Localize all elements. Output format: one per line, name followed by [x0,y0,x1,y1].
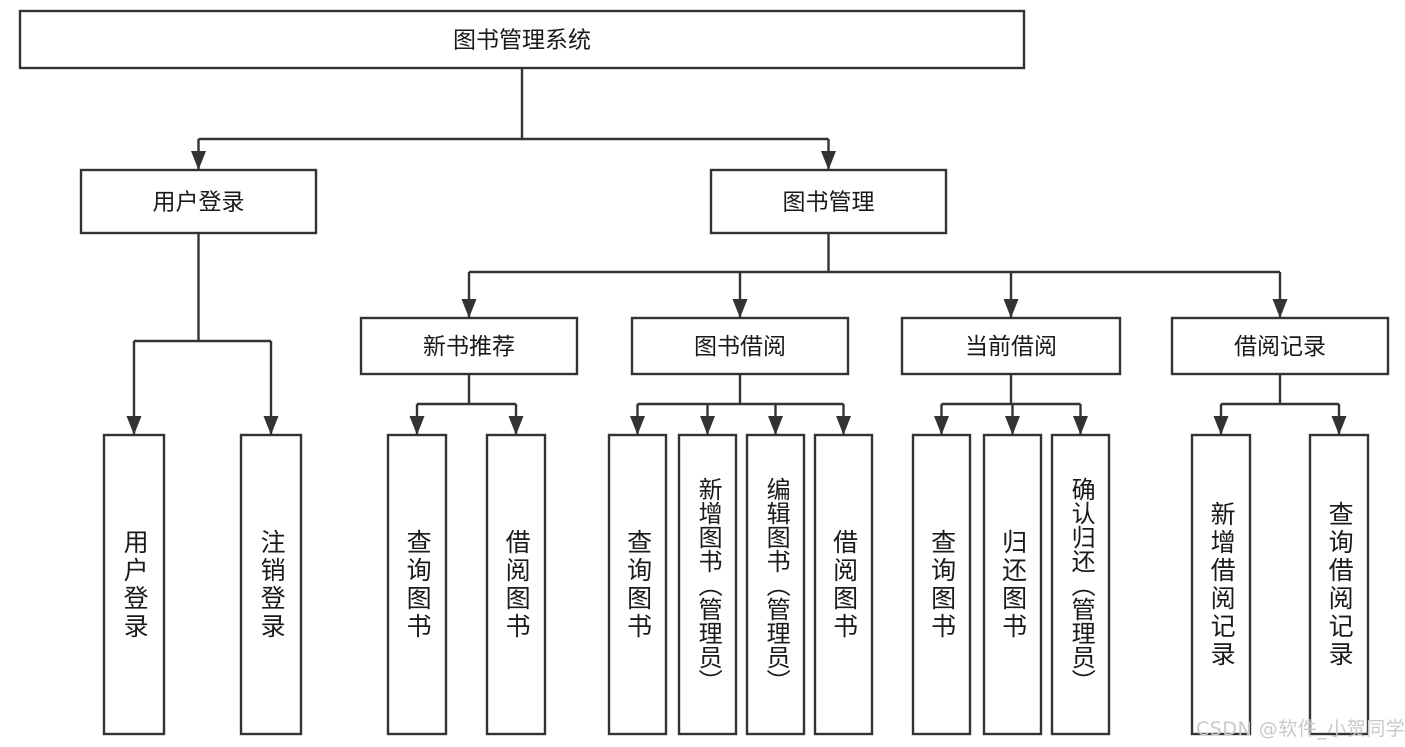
box-layer [18,9,1390,736]
arrow-head-icon [821,151,836,170]
node-box-level2-0[interactable] [79,168,318,235]
node-label-level3-0: 新书推荐 [423,334,515,360]
node-box-leaf-1[interactable] [239,433,303,736]
node-box-level3-1[interactable] [630,316,850,376]
node-box-level3-2[interactable] [900,316,1122,376]
arrow-head-icon [630,416,645,435]
node-box-leaf-8[interactable] [911,433,972,736]
node-box-leaf-6[interactable] [745,433,806,736]
arrow-head-icon [700,416,715,435]
arrow-head-icon [263,416,279,435]
arrow-head-icon [409,416,425,435]
connector-layer [126,68,1347,435]
node-box-root[interactable] [18,9,1026,70]
node-box-leaf-3[interactable] [485,433,547,736]
node-label-level2-1: 图书管理 [783,190,875,216]
node-box-leaf-4[interactable] [607,433,668,736]
node-label-level3-1: 图书借阅 [694,334,786,360]
node-label-root: 图书管理系统 [453,28,591,54]
node-box-leaf-0[interactable] [102,433,166,736]
arrow-head-icon [191,151,206,170]
arrow-head-icon [1005,416,1020,435]
arrow-head-icon [1073,416,1088,435]
arrow-head-icon [768,416,783,435]
node-box-level3-3[interactable] [1170,316,1390,376]
node-box-leaf-7[interactable] [813,433,874,736]
node-label-level3-3: 借阅记录 [1234,334,1326,360]
arrow-head-icon [836,416,851,435]
node-box-leaf-5[interactable] [677,433,738,736]
node-box-leaf-11[interactable] [1190,433,1252,736]
arrow-head-icon [1272,299,1288,318]
arrow-head-icon [1003,299,1019,318]
arrow-head-icon [461,299,477,318]
node-box-leaf-12[interactable] [1308,433,1370,736]
node-box-leaf-2[interactable] [386,433,448,736]
node-box-level2-1[interactable] [709,168,948,235]
arrow-head-icon [1213,416,1229,435]
node-box-level3-0[interactable] [359,316,579,376]
arrow-head-icon [934,416,949,435]
node-label-level2-0: 用户登录 [153,190,245,216]
node-box-leaf-10[interactable] [1050,433,1111,736]
arrow-head-icon [126,416,142,435]
arrow-head-icon [732,299,748,318]
node-box-leaf-9[interactable] [982,433,1043,736]
arrow-head-icon [508,416,524,435]
watermark-credit: CSDN @软件_小贺同学 [1196,718,1405,740]
arrow-head-icon [1331,416,1347,435]
node-label-level3-2: 当前借阅 [965,334,1057,360]
